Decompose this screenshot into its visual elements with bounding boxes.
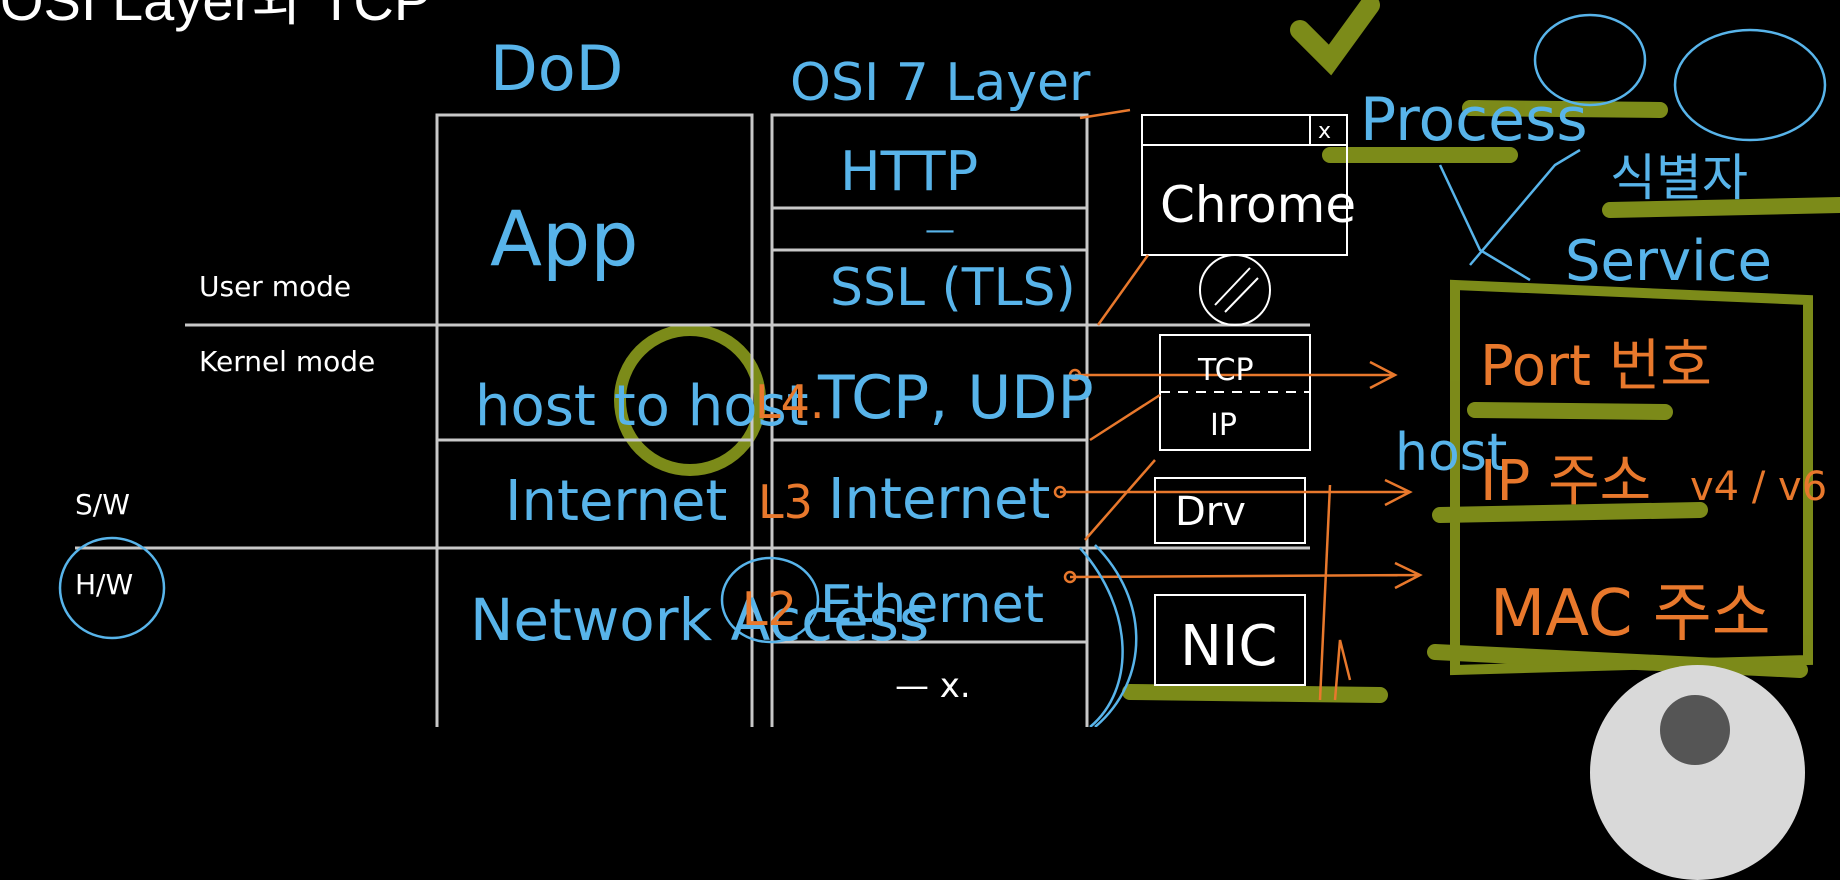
osi-layer-tcp-udp: TCP, UDP (817, 363, 1094, 433)
nic-box (1154, 594, 1306, 686)
osi-frame (770, 113, 1089, 727)
arrow-to-port (1075, 360, 1398, 390)
highlight-identifier-underline (1602, 197, 1840, 218)
user-mode-label: User mode (199, 270, 352, 303)
osi-layer-extra: — x. (895, 666, 971, 706)
avatar (1660, 695, 1730, 765)
arrow-service-to-process (1469, 148, 1581, 266)
highlight-top-underline (1462, 100, 1668, 118)
hw-bracket (1094, 544, 1138, 727)
presenter-webcam (1590, 665, 1805, 880)
orange-link-chrome (1096, 254, 1150, 326)
dod-layer-internet: Internet (505, 469, 727, 534)
driver-label: Drv (1175, 489, 1246, 535)
chrome-label: Chrome (1160, 176, 1356, 234)
blue-strokes (58, 13, 1827, 727)
osi-layer-http: HTTP (840, 140, 978, 203)
highlight-ip-underline (1432, 502, 1708, 523)
chrome-window: x (1141, 114, 1348, 326)
hw-label: H/W (75, 568, 134, 601)
tcpip-box (1159, 334, 1311, 451)
nic-label: NIC (1180, 614, 1278, 679)
ip-label: IP (1210, 408, 1237, 443)
note-mac: MAC 주소 (1490, 577, 1771, 651)
slide-title: OSI Layer와 TCP (0, 0, 432, 32)
arrow-to-mac (1069, 561, 1423, 590)
svg-text:x: x (1318, 119, 1331, 144)
driver-box (1154, 477, 1306, 544)
note-host: host (1395, 423, 1507, 483)
close-box-icon (1309, 114, 1348, 146)
osi-layer-ssl: SSL (TLS) (830, 258, 1076, 318)
arrow-process-to-service (1438, 164, 1531, 282)
osi-header: OSI 7 Layer (790, 53, 1091, 113)
highlight-mac-underline (1427, 644, 1808, 678)
tcp-label: TCP (1197, 353, 1254, 388)
highlight-nic-underline (1122, 684, 1388, 703)
dod-header: DoD (490, 32, 623, 105)
highlight-host-circle (614, 324, 766, 476)
note-port: Port 번호 (1480, 334, 1712, 399)
note-service: Service (1565, 229, 1772, 294)
orange-arrows (1053, 108, 1423, 701)
layer-number-l2: L2 (742, 582, 797, 636)
osi-layer-internet: Internet (828, 467, 1050, 532)
orange-link-header (1079, 108, 1131, 120)
dod-layer-network: Network Access (470, 586, 929, 654)
circle-ne (1533, 13, 1647, 107)
layer-number-l4: L4. (755, 375, 825, 429)
l2-circle (720, 556, 820, 644)
note-ip: IP 주소 (1480, 449, 1651, 514)
highlight-service-box (1450, 279, 1813, 676)
osi-layer-blank: — (925, 213, 955, 248)
osi-layer-ethernet: Ethernet (820, 575, 1044, 635)
highlighter-strokes (614, 0, 1840, 703)
hw-circle (58, 536, 166, 640)
diagram-canvas: x DoD OSI 7 Layer (58, 0, 1840, 727)
note-identifier: 식별자 (1610, 149, 1748, 207)
dod-layer-host: host to host (475, 374, 809, 439)
dod-layer-app: App (490, 194, 638, 283)
circle-l2-note (1673, 28, 1827, 142)
arrow-to-ip (1060, 478, 1413, 507)
note-process: Process (1360, 85, 1588, 155)
highlight-check (1290, 0, 1380, 76)
kernel-mode-label: Kernel mode (199, 345, 376, 378)
hdd-icon (1199, 254, 1271, 326)
highlight-port-underline (1467, 402, 1673, 420)
note-ip-versions: v4 / v6 (1690, 464, 1827, 510)
layer-number-l3: L3 (758, 475, 813, 529)
dod-frame (435, 113, 754, 727)
sw-label: S/W (75, 488, 130, 521)
